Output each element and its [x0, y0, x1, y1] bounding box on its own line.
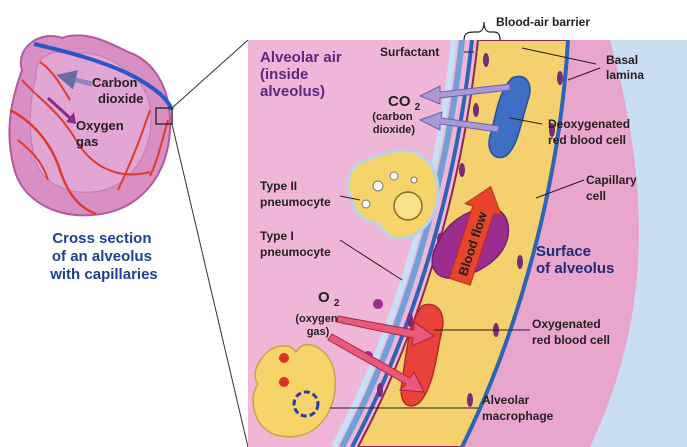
- capillary-cell-label: Capillary cell: [586, 173, 640, 203]
- o2-arrow-1: [336, 315, 436, 347]
- blood-air-barrier-label: Blood-air barrier: [496, 15, 590, 29]
- detail-panel: Blood flow Alveolar air: [248, 40, 687, 447]
- overview-o2-arrowhead: [66, 112, 76, 124]
- overview-co2-arrow: [56, 70, 93, 90]
- macrophage-nucleus: [292, 390, 320, 418]
- deoxygenated-rbc: [488, 75, 531, 159]
- overview-co2-label: Carbon dioxide: [92, 75, 144, 106]
- oxygenated-rbc-label: Oxygenated red blood cell: [532, 317, 610, 347]
- type2-vesicle-1: [372, 180, 384, 192]
- type1-label: Type I pneumocyte: [260, 229, 331, 259]
- overview-artery-2: [21, 79, 151, 176]
- zoom-line-top: [171, 39, 249, 109]
- macrophage-vesicle-2: [279, 377, 289, 387]
- co2-name: (carbon dioxide): [372, 111, 415, 136]
- overview-alveolus: Carbon dioxide Oxygen gas Cross section …: [8, 34, 249, 447]
- type2-vesicle-3: [361, 199, 371, 209]
- deoxygenated-rbc-label: Deoxygenated red blood cell: [548, 117, 633, 147]
- surface-label: Surface of alveolus: [536, 243, 614, 277]
- surfactant-droplet-1: [373, 299, 383, 309]
- type2-vesicle-2: [389, 171, 399, 181]
- o2-arrow-2: [327, 333, 425, 393]
- overview-artery-1: [9, 108, 97, 216]
- overview-artery-5: [17, 139, 49, 181]
- overview-artery-4: [117, 109, 151, 191]
- zoom-box: [155, 107, 173, 125]
- co2-arrow-1: [418, 83, 511, 105]
- alveolar-air-label: Alveolar air (inside alveolus): [260, 49, 346, 100]
- type1-pneumocyte-wall: [339, 40, 465, 447]
- o2-formula: O 2: [318, 289, 340, 309]
- surfactant-layer: [331, 40, 457, 447]
- o2-name: (oxygen gas): [295, 313, 340, 338]
- blood-air-barrier-bracket: [463, 21, 501, 41]
- endothelial-nuclei: [377, 53, 563, 407]
- type2-nucleus: [393, 191, 423, 221]
- co2-formula: CO 2: [388, 93, 421, 113]
- outer-blue-layer: [590, 40, 687, 447]
- macrophage-label: Alveolar macrophage: [482, 393, 554, 423]
- pulmonary-vein-blue: [33, 42, 174, 111]
- overview-artery-6: [149, 119, 169, 177]
- basal-lamina-right: [460, 40, 570, 447]
- macrophage-vesicle-1: [279, 353, 289, 363]
- overview-caption: Cross section of an alveolus with capill…: [49, 230, 158, 283]
- leader-lines: [330, 47, 601, 409]
- zoom-line-bottom: [171, 123, 249, 447]
- overview-o2-arrow: [46, 96, 72, 120]
- type2-label: Type II pneumocyte: [260, 179, 331, 209]
- basal-lamina-left: [350, 40, 474, 447]
- surfactant-label: Surfactant: [380, 45, 439, 59]
- type2-vesicle-4: [410, 176, 418, 184]
- co2-arrow-2: [418, 111, 500, 133]
- overview-o2-label: Oxygen gas: [76, 118, 127, 149]
- basal-lamina-label: Basal lamina: [606, 53, 644, 82]
